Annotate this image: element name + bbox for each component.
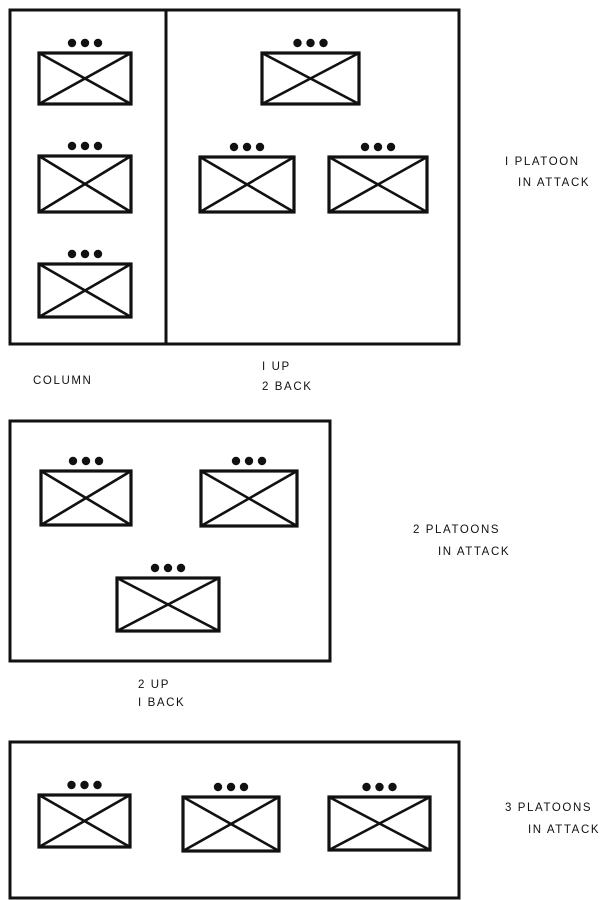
line-unit-2 (181, 782, 281, 853)
one-up-two-back-formation (198, 38, 429, 214)
two-up-one-back-caption-line-2: I BACK (138, 697, 185, 709)
line-unit-3-platoon-dot-3 (388, 782, 397, 792)
column-unit-1-cross-b (38, 51, 132, 106)
column-unit-3-cross-b (38, 262, 132, 319)
back-unit-1 (198, 142, 296, 214)
up-unit-1-platoon-dot-3 (94, 456, 104, 466)
two-up-one-back-formation (39, 456, 299, 633)
up-unit-1-platoon-dot-2 (81, 456, 91, 466)
panel-1-platoon-in-attack: I PLATOON IN ATTACK COLUMN I UP 2 BACK (8, 8, 590, 393)
back-unit-2 (327, 142, 429, 214)
back-unit-1-platoon-dot-2 (242, 142, 252, 152)
back-unit-1-platoon-dot-1 (229, 142, 239, 152)
panel-1-label-line-1: I PLATOON (505, 156, 580, 168)
column-unit-3-platoon-dot-3 (93, 249, 103, 259)
column-unit-2-cross-b (38, 154, 132, 214)
line-unit-1-cross-b (38, 793, 131, 849)
line-unit-1-platoon-dot-2 (80, 780, 89, 790)
up-unit-1 (39, 456, 133, 527)
column-unit-1-platoon-dot-2 (80, 38, 90, 48)
one-up-two-back-caption-line-2: 2 BACK (262, 381, 313, 393)
column-unit-3 (37, 249, 133, 319)
line-formation (37, 780, 432, 853)
panel-3-label-line-1: 3 PLATOONS (505, 802, 592, 814)
column-unit-1-platoon-dot-1 (67, 38, 77, 48)
up-unit-1 (260, 38, 361, 106)
one-up-two-back-caption-line-1: I UP (262, 361, 291, 373)
line-unit-2-platoon-dot-3 (239, 782, 249, 792)
panel-2-frame (8, 419, 332, 663)
back-unit-2-platoon-dot-2 (373, 142, 383, 152)
up-unit-2 (199, 456, 299, 528)
panel-3-label-line-2: IN ATTACK (528, 824, 600, 836)
column-unit-1-platoon-dot-3 (93, 38, 103, 48)
column-formation (37, 38, 133, 319)
line-unit-1-platoon-dot-3 (93, 780, 102, 790)
up-unit-2-platoon-dot-3 (257, 456, 267, 466)
up-unit-1-platoon-dot-2 (306, 38, 315, 48)
back-unit-1-platoon-dot-3 (255, 142, 265, 152)
panel-2-platoons-in-attack: 2 PLATOONS IN ATTACK 2 UP I BACK (8, 419, 510, 709)
up-unit-1-platoon-dot-1 (293, 38, 302, 48)
panel-3-platoons-in-attack: 3 PLATOONS IN ATTACK (8, 740, 600, 900)
column-unit-1 (37, 38, 133, 106)
two-up-one-back-caption-line-1: 2 UP (138, 679, 170, 691)
up-unit-1-platoon-dot-1 (68, 456, 78, 466)
up-unit-1-platoon-dot-3 (319, 38, 328, 48)
line-unit-3-platoon-dot-2 (375, 782, 384, 792)
panel-2-label-line-2: IN ATTACK (438, 546, 510, 558)
up-unit-2-platoon-dot-2 (244, 456, 254, 466)
up-unit-2-platoon-dot-1 (231, 456, 241, 466)
column-unit-2-platoon-dot-3 (93, 141, 103, 151)
line-unit-1-platoon-dot-1 (67, 780, 76, 790)
panel-1-label-line-2: IN ATTACK (518, 177, 590, 189)
column-caption: COLUMN (33, 375, 92, 387)
up-unit-1-cross-b (261, 51, 360, 106)
panel-3-frame (8, 740, 461, 900)
back-unit-1-platoon-dot-1 (150, 563, 160, 573)
back-unit-1-platoon-dot-3 (176, 563, 186, 573)
line-unit-2-platoon-dot-2 (226, 782, 236, 792)
panel-1-frame (8, 8, 461, 346)
back-unit-2-cross-b (328, 155, 428, 214)
line-unit-3-cross-b (328, 795, 431, 852)
column-unit-2-platoon-dot-2 (80, 141, 90, 151)
line-unit-3 (327, 782, 432, 852)
up-unit-1-cross-b (40, 469, 132, 527)
back-unit-1-cross-b (116, 576, 220, 633)
back-unit-2-platoon-dot-3 (386, 142, 396, 152)
back-unit-1 (115, 563, 221, 633)
up-unit-2-cross-b (200, 469, 298, 528)
line-unit-3-platoon-dot-1 (362, 782, 371, 792)
column-unit-3-platoon-dot-1 (67, 249, 77, 259)
column-unit-3-platoon-dot-2 (80, 249, 90, 259)
line-unit-2-cross-b (182, 795, 280, 853)
back-unit-1-cross-b (199, 155, 295, 214)
line-unit-1 (37, 780, 132, 849)
column-unit-2-platoon-dot-1 (67, 141, 77, 151)
line-unit-2-platoon-dot-1 (213, 782, 223, 792)
back-unit-1-platoon-dot-2 (163, 563, 173, 573)
back-unit-2-platoon-dot-1 (360, 142, 370, 152)
panel-2-label-line-1: 2 PLATOONS (413, 524, 500, 536)
column-unit-2 (37, 141, 133, 214)
